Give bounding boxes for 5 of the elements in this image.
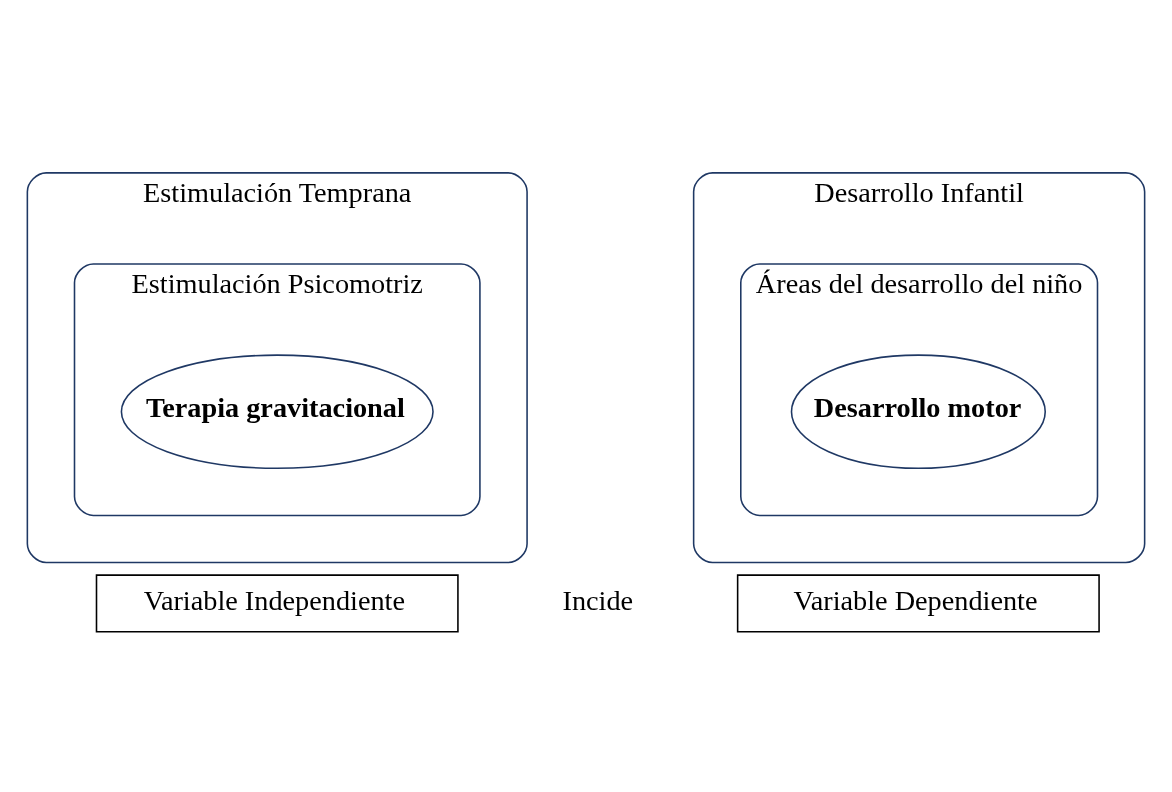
label: Incide: [562, 585, 634, 617]
node-ellipse: Desarrollo motor: [790, 354, 1046, 470]
node-box: Variable Dependiente: [736, 574, 1100, 633]
node-ellipse: Terapia gravitacional: [120, 354, 434, 470]
node-box: Variable Independiente: [95, 574, 459, 633]
